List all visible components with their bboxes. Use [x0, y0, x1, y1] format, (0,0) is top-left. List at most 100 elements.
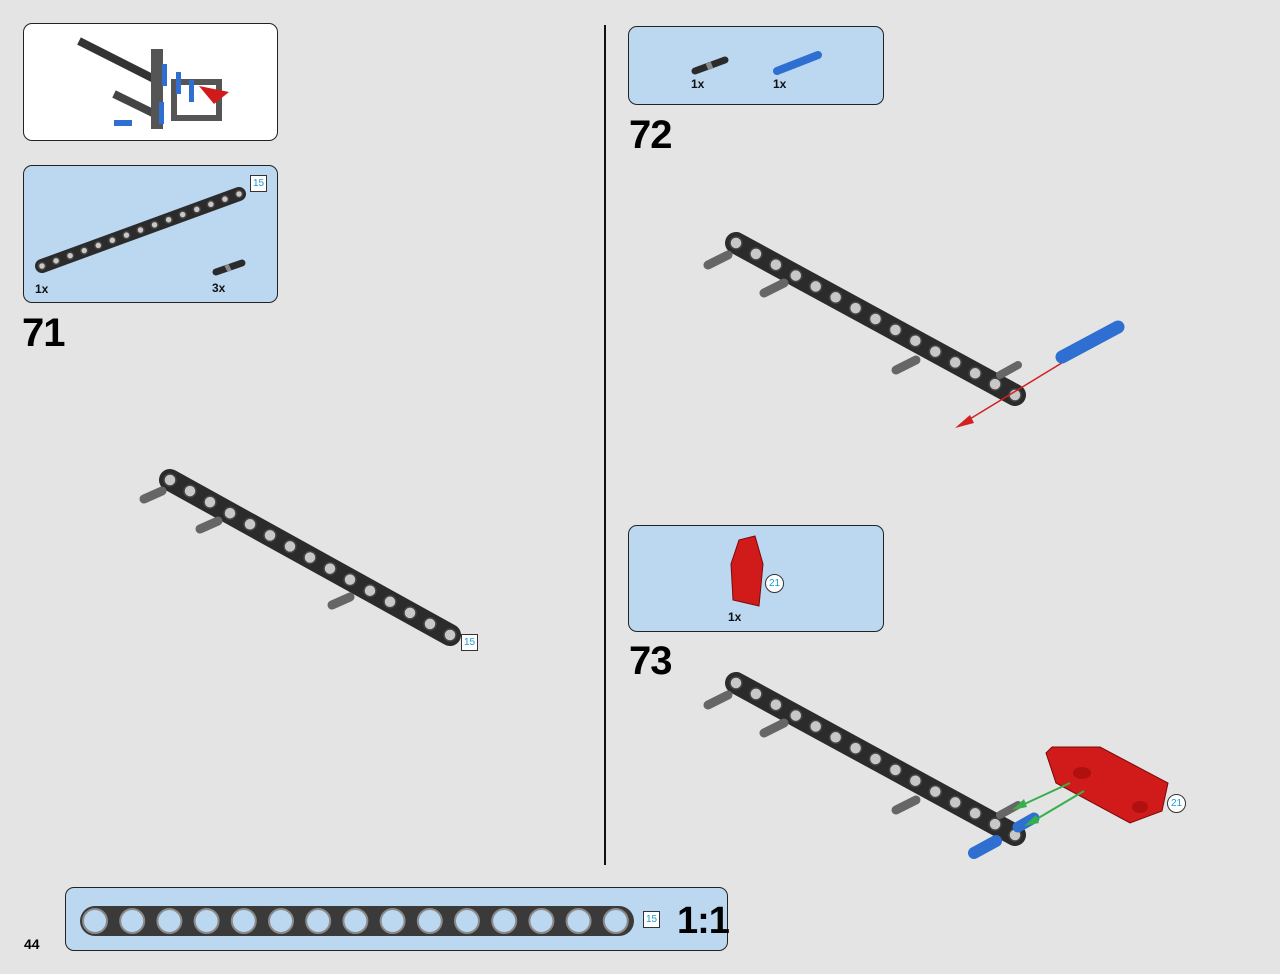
axle-pin-black	[703, 690, 1022, 819]
beam-hole	[283, 539, 297, 554]
beam-hole	[203, 495, 217, 509]
beam-hole	[769, 257, 783, 272]
beam-hole	[729, 676, 743, 690]
beam-hole	[789, 268, 803, 283]
ruler-hole	[156, 908, 183, 934]
beam-hole	[808, 279, 823, 294]
part-qty-pin-black: 1x	[691, 77, 705, 91]
beam-hole	[79, 246, 89, 255]
beam-hole	[848, 301, 863, 315]
beam-hole	[908, 773, 923, 788]
axle-pin-blue	[1055, 320, 1125, 364]
previous-step-thumbnail	[23, 23, 278, 141]
beam-hole	[948, 795, 962, 810]
axle-pin-blue-icon	[773, 51, 822, 75]
scale-ruler-panel: 15 1:1	[65, 887, 730, 951]
ruler-hole	[193, 908, 220, 934]
axle-pin-black-icon	[212, 259, 246, 276]
previous-assembly-thumbnail	[77, 37, 229, 129]
beam-hole	[888, 323, 903, 337]
insertion-arrowhead	[955, 415, 974, 428]
model-part-number-callout: 21	[1167, 794, 1186, 813]
beam-hole	[303, 550, 317, 565]
red-panel-icon	[730, 535, 764, 607]
beam-hole	[234, 189, 244, 199]
page-number: 44	[24, 936, 40, 952]
beam-hole	[828, 730, 843, 745]
beam-hole	[928, 784, 943, 799]
scale-label: 1:1	[677, 900, 730, 942]
red-panel-part	[1045, 746, 1169, 824]
beam-hole	[403, 606, 417, 620]
attach-arrowhead-2	[1024, 815, 1039, 826]
beam-hole	[769, 697, 783, 712]
beam-hole	[749, 687, 763, 701]
beam-hole	[108, 236, 117, 245]
ruler-hole	[82, 908, 108, 934]
beam-hole	[868, 312, 883, 326]
ruler-hole	[416, 908, 443, 934]
step-number-72: 72	[629, 113, 672, 157]
beam-hole	[323, 561, 337, 576]
axle-pin-black	[139, 486, 355, 610]
beam-hole	[908, 333, 923, 348]
beam-hole	[192, 205, 202, 214]
beam-hole	[122, 230, 131, 240]
beam-hole	[343, 572, 357, 587]
beam-hole	[928, 344, 943, 359]
attach-arrowhead-1	[1012, 799, 1027, 810]
attach-arrow-2	[1029, 790, 1085, 824]
beam-hole	[789, 708, 803, 723]
beam-hole	[729, 236, 743, 250]
part-qty-pin-blue: 1x	[773, 77, 787, 91]
beam-hole	[183, 484, 197, 498]
ruler-hole	[379, 908, 406, 934]
ruler-hole	[491, 908, 518, 934]
part-qty-beam: 1x	[35, 282, 49, 296]
axle-pin-black	[703, 250, 1022, 379]
beam-hole	[263, 528, 277, 543]
beam-hole	[443, 628, 457, 642]
ruler-hole	[454, 908, 480, 934]
ruler-hole	[119, 908, 146, 934]
model-beam-length-label: 15	[461, 634, 478, 651]
beam-hole	[968, 806, 982, 821]
step71-parts-panel: 15 1x 3x	[23, 165, 278, 303]
step71-model-beam	[139, 469, 461, 646]
ruler-hole	[268, 908, 294, 934]
step-number-73: 73	[629, 639, 672, 683]
beam-hole	[37, 261, 47, 271]
beam-hole	[423, 617, 437, 631]
beam-hole	[988, 377, 1002, 391]
beam-hole	[150, 220, 159, 230]
ruler-hole	[342, 908, 369, 934]
beam-hole	[163, 473, 177, 487]
ruler-length-label: 15	[643, 911, 660, 928]
step-number-71: 71	[22, 311, 65, 355]
beam-hole	[178, 210, 187, 219]
ruler-hole	[528, 908, 555, 934]
beam-hole	[749, 247, 763, 261]
ruler-hole	[230, 908, 257, 934]
beam-15-icon	[35, 187, 246, 273]
step72-parts-panel: 1x 1x	[628, 26, 884, 105]
beam-hole	[988, 817, 1002, 831]
beam-length-label: 15	[250, 175, 267, 192]
beam-hole	[136, 225, 145, 235]
attach-arrow-1	[1017, 782, 1071, 808]
part-number-callout: 21	[765, 574, 784, 593]
beam-hole	[220, 194, 230, 204]
beam-hole	[363, 583, 377, 598]
insertion-arrow	[959, 360, 1066, 426]
part-qty-red-panel: 1x	[728, 610, 742, 624]
beam-hole	[51, 256, 61, 266]
beam-hole	[164, 215, 173, 224]
beam-hole	[94, 241, 103, 250]
beam-hole	[206, 200, 216, 209]
beam-hole	[948, 355, 962, 370]
step73-parts-panel: 21 1x	[628, 525, 884, 632]
beam-hole	[848, 741, 863, 755]
beam-hole	[868, 752, 883, 766]
beam-hole	[223, 506, 237, 520]
axle-pin-black-icon	[691, 56, 729, 75]
